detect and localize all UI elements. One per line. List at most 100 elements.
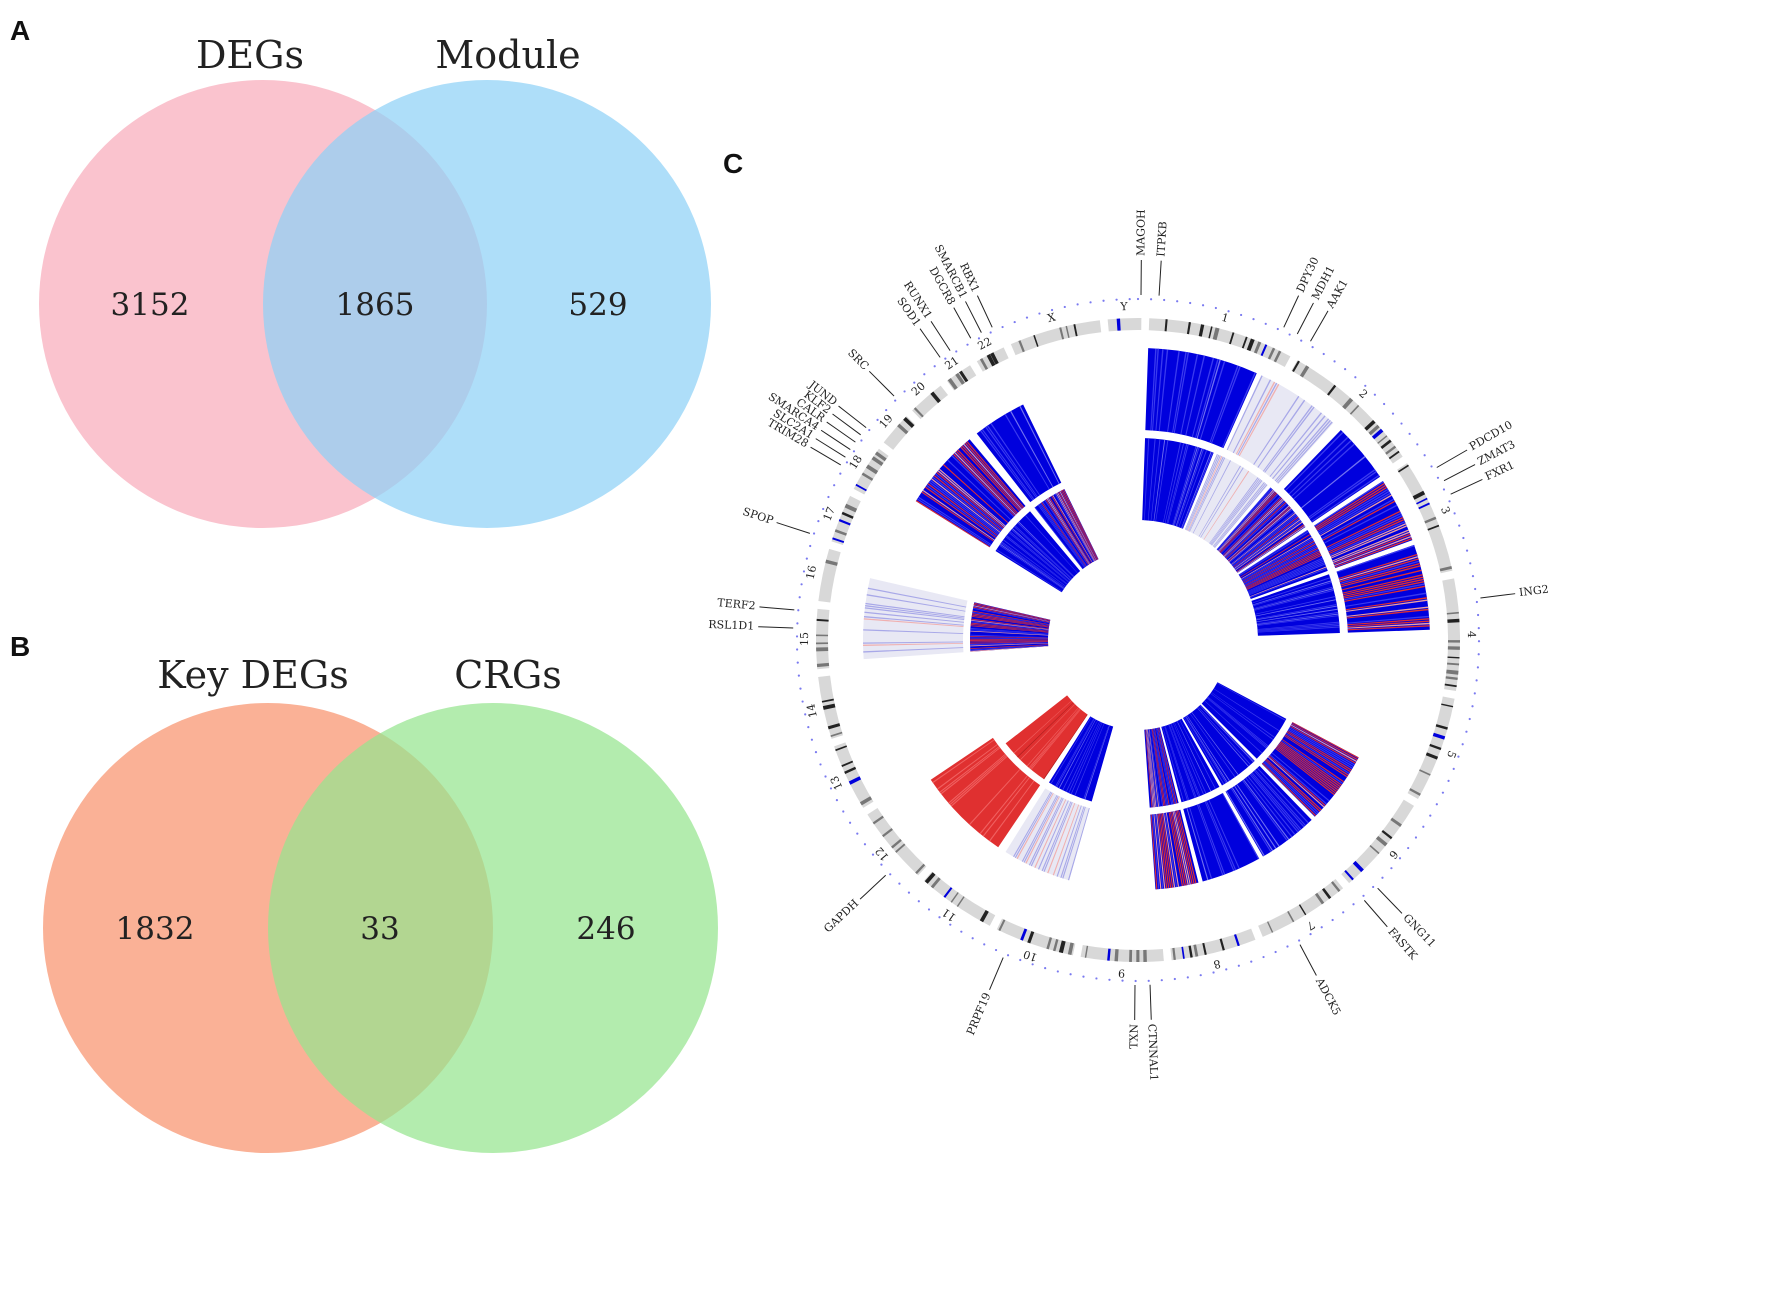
outer-ring-dot	[938, 916, 941, 919]
heatmap-sector-5-outer-stripe	[1342, 574, 1423, 594]
heatmap-sector-3-inner-stripe	[1225, 502, 1287, 559]
heatmap-sector-12-inner-stripe	[1043, 714, 1088, 780]
heatmap-sector-16-inner-stripe	[970, 645, 1049, 652]
heatmap-sector-11-inner-stripe	[1062, 720, 1098, 791]
heatmap-sector-12-outer-stripe	[950, 755, 1008, 807]
outer-ring-dot	[797, 609, 800, 612]
heatmap-sector-11-outer-stripe	[1056, 805, 1082, 877]
outer-ring-dot	[1407, 846, 1410, 850]
heatmap-sector-16-outer-stripe	[865, 602, 965, 618]
heatmap-sector-9-outer-stripe	[1152, 814, 1160, 890]
heatmap-sector-19-outer-stripe	[931, 478, 1001, 533]
outer-ring-dot	[1163, 298, 1166, 302]
heatmap-sector-1-inner-stripe	[1150, 439, 1161, 521]
heatmap-sector-2-inner-stripe	[1211, 480, 1263, 546]
chromosome-14-stripe	[821, 698, 834, 703]
heatmap-sector-3-outer-stripe	[1288, 436, 1349, 495]
heatmap-sector-16-inner-stripe	[972, 608, 1050, 624]
heatmap-sector-8-inner-stripe	[1169, 724, 1197, 798]
venn-b-right-circle	[268, 703, 718, 1153]
gene-terf2-leader	[759, 606, 795, 611]
heatmap-sector-2-outer-stripe	[1232, 379, 1272, 454]
chromosome-X-stripe	[1073, 324, 1078, 337]
heatmap-sector-19-inner-stripe	[1009, 531, 1070, 583]
heatmap-sector-9-outer-stripe	[1161, 813, 1174, 888]
outer-ring-dot	[1063, 305, 1066, 309]
heatmap-sector-12-outer-stripe	[969, 768, 1021, 826]
chromosome-20-label: 20	[909, 379, 928, 398]
gene-itpkb-label: ITPKB	[1154, 221, 1169, 257]
heatmap-sector-6-outer-stripe	[1278, 743, 1340, 789]
heatmap-sector-21-inner-stripe	[1061, 489, 1098, 560]
chromosome-13-stripe	[835, 745, 848, 752]
heatmap-sector-16-inner-stripe	[970, 640, 1049, 641]
chromosome-5-stripe	[1425, 752, 1439, 760]
outer-ring-dot	[817, 520, 820, 523]
heatmap-sector-5-outer-stripe	[1345, 599, 1428, 612]
chromosome-X-stripe	[1059, 327, 1065, 340]
chromosome-9-stripe	[1114, 949, 1119, 962]
gene-zmat3-leader	[1443, 464, 1476, 482]
heatmap-sector-1-outer-stripe	[1152, 348, 1159, 431]
heatmap-sector-5-outer-stripe	[1339, 556, 1419, 581]
outer-ring-dot	[848, 821, 852, 824]
chromosome-10-stripe	[1052, 938, 1059, 952]
outer-ring-dot	[1322, 352, 1325, 356]
outer-ring-dot	[1429, 814, 1432, 817]
heatmap-sector-19-outer-stripe	[937, 470, 1005, 528]
heatmap-sector-16-inner-stripe	[970, 628, 1049, 635]
outer-ring-dot	[1408, 432, 1411, 435]
outer-ring-dot	[907, 891, 911, 894]
chromosome-5-stripe	[1429, 743, 1442, 751]
heatmap-sector-21-inner-stripe	[1059, 491, 1097, 561]
heatmap-sector-8-inner-stripe	[1162, 726, 1185, 802]
heatmap-sector-11-outer-stripe	[1030, 798, 1064, 867]
chromosome-13-label: 13	[828, 774, 846, 792]
outer-ring-dot	[1331, 918, 1334, 922]
heatmap-sector-9-inner-stripe	[1147, 729, 1157, 808]
heatmap-sector-19-outer-stripe	[966, 441, 1025, 508]
heatmap-sector-12-outer-stripe	[948, 753, 1006, 804]
heatmap-sector-8-outer-stripe	[1186, 807, 1209, 881]
heatmap-sector-4-outer-stripe	[1320, 494, 1392, 537]
heatmap-sector-11-outer-stripe	[1060, 806, 1085, 878]
heatmap-sector-5-inner-stripe	[1252, 580, 1332, 606]
chromosome-12-stripe	[872, 815, 884, 825]
outer-ring-dot	[944, 357, 947, 360]
heatmap-sector-19-inner-bg	[995, 511, 1081, 593]
heatmap-sector-11-outer-stripe	[1023, 795, 1059, 863]
heatmap-sector-1-inner-stripe	[1153, 439, 1166, 522]
heatmap-sector-7-inner-stripe	[1186, 715, 1230, 782]
chromosome-16-band	[818, 548, 841, 603]
chromosome-X-band	[1010, 320, 1102, 356]
outer-ring-dot	[1309, 933, 1312, 936]
venn-a-right-count: 529	[568, 287, 627, 323]
heatmap-sector-21-inner-stripe	[1052, 495, 1093, 563]
heatmap-sector-4-outer-stripe	[1317, 488, 1389, 533]
outer-ring-dot	[1121, 979, 1124, 982]
outer-ring-dot	[1352, 903, 1355, 906]
chromosome-17-band	[831, 495, 861, 546]
outer-ring-dot	[1225, 968, 1228, 971]
gene-mdh1-leader	[1296, 302, 1314, 335]
chromosome-11-stripe	[979, 909, 989, 923]
heatmap-sector-6-outer-stripe	[1262, 762, 1317, 817]
heatmap-sector-3-inner-stripe	[1228, 506, 1291, 562]
outer-ring-dot	[898, 882, 901, 885]
heatmap-sector-4-inner-stripe	[1246, 553, 1321, 590]
heatmap-sector-12-inner-stripe	[1026, 707, 1079, 767]
chromosome-X-stripe	[1065, 325, 1070, 338]
heatmap-sector-2-outer-stripe	[1237, 382, 1278, 456]
outer-ring-dot	[1199, 974, 1202, 977]
chromosome-5-band	[1407, 696, 1455, 800]
outer-ring-dot	[1320, 926, 1323, 929]
heatmap-sector-4-inner-stripe	[1238, 529, 1308, 576]
chromosome-10-stripe	[998, 919, 1006, 932]
gene-smarca4-leader	[820, 429, 851, 450]
heatmap-sector-7-inner-stripe	[1199, 705, 1254, 763]
chromosome-20-band	[912, 385, 949, 420]
heatmap-sector-2-inner-stripe	[1198, 465, 1241, 537]
heatmap-sector-19-inner-stripe	[1018, 521, 1075, 577]
heatmap-sector-3-outer-stripe	[1309, 470, 1377, 520]
venn-b-right-title: CRGs	[454, 653, 562, 697]
